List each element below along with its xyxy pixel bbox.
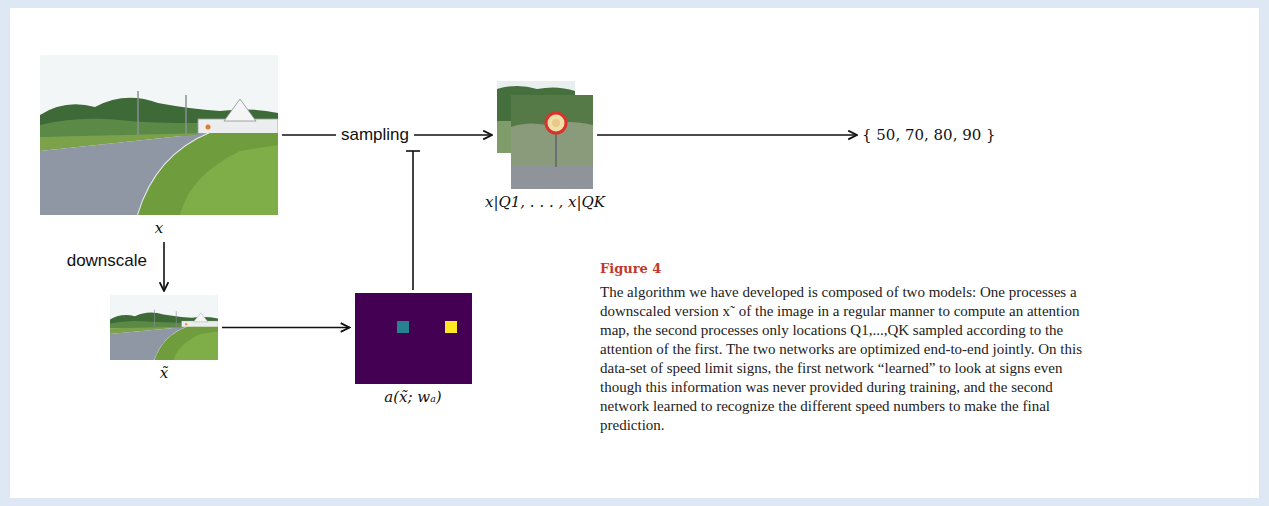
attn-picture	[355, 293, 472, 384]
edge-label: sampling	[336, 125, 414, 145]
input-image: x	[40, 55, 278, 238]
photo-figure	[40, 55, 278, 215]
node-label: x|Q1, . . . , x|QK	[485, 192, 605, 212]
patch-picture	[497, 81, 593, 189]
figure-number: Figure 4	[600, 260, 661, 278]
node-label: x̃	[160, 363, 168, 383]
downscaled-image: x̃	[110, 295, 218, 383]
photo-picture	[110, 295, 218, 360]
edge-label: downscale	[62, 251, 152, 271]
sampling-control-line	[406, 151, 420, 290]
flow-arrow	[163, 242, 165, 291]
figure-caption: The algorithm we have developed is compo…	[600, 283, 1092, 435]
sampled-patches: x|Q1, . . . , x|QK	[485, 81, 605, 212]
photo-figure	[110, 295, 218, 360]
class-set: { 50, 70, 80, 90 }	[862, 125, 996, 145]
photo-picture	[40, 55, 278, 215]
flow-arrow	[222, 327, 350, 329]
attn-figure	[355, 293, 472, 384]
patch-figure	[497, 81, 593, 189]
node-label: { 50, 70, 80, 90 }	[862, 125, 996, 145]
node-label: a(x̃; wₐ)	[384, 387, 441, 407]
flow-arrow	[597, 134, 857, 136]
node-label: x	[155, 218, 163, 238]
attention-map: a(x̃; wₐ)	[355, 293, 472, 407]
